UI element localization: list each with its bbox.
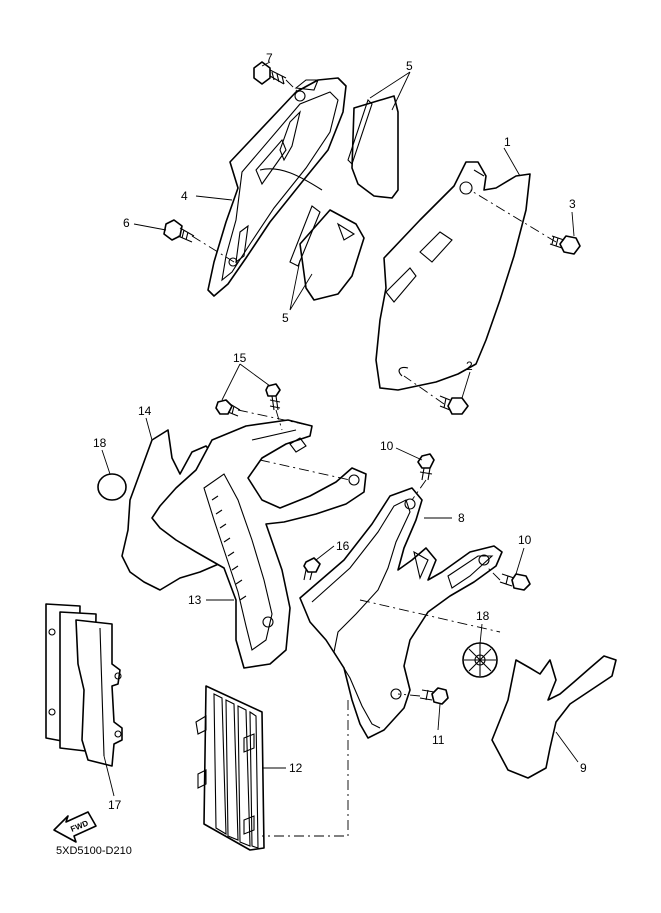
part-13-shroud-inner[interactable] (151, 419, 367, 669)
callout-3: 3 (569, 197, 576, 211)
fwd-arrow-icon: FWD (53, 811, 97, 843)
callout-5-lower: 5 (282, 311, 289, 325)
callout-5-upper: 5 (406, 59, 413, 73)
callout-17: 17 (108, 798, 122, 812)
callout-16: 16 (336, 539, 350, 553)
callout-18-left: 18 (93, 436, 107, 450)
part-18-emblem-right[interactable] (462, 642, 498, 678)
assembly-lines (191, 79, 557, 837)
callout-7: 7 (266, 51, 273, 65)
callout-11: 11 (432, 733, 445, 747)
callout-10-lower: 10 (518, 533, 532, 547)
part-8-shroud-outer[interactable] (299, 487, 503, 739)
part-12-radiator-guard-right[interactable] (195, 685, 265, 851)
callout-9: 9 (580, 761, 587, 775)
part-15-bolt-a[interactable] (215, 399, 241, 417)
part-7-bolt[interactable] (253, 61, 287, 85)
part-3-bolt[interactable] (549, 235, 581, 255)
part-15-bolt-b[interactable] (265, 383, 281, 411)
part-2-bolt[interactable] (439, 395, 469, 415)
callout-15: 15 (233, 351, 247, 365)
callout-10-upper: 10 (380, 439, 394, 453)
part-11-bolt[interactable] (419, 687, 449, 705)
part-5-decal-upper[interactable] (347, 95, 399, 199)
callout-6: 6 (123, 216, 130, 230)
part-16-bolt[interactable] (303, 557, 321, 581)
part-18-emblem-left[interactable] (97, 473, 127, 501)
callout-8: 8 (458, 511, 465, 525)
callout-13: 13 (188, 593, 202, 607)
callout-1: 1 (504, 135, 511, 149)
part-10-bolt-a[interactable] (417, 453, 435, 481)
part-1-side-cover-right[interactable] (375, 161, 531, 391)
part-9-decal[interactable] (491, 655, 617, 779)
part-5-decal-lower[interactable] (289, 205, 365, 301)
callout-18-right: 18 (476, 609, 490, 623)
leader-lines (101, 61, 579, 797)
part-10-bolt-b[interactable] (499, 573, 531, 591)
part-17-radiator-guard-left[interactable] (45, 603, 123, 767)
part-6-bolt[interactable] (163, 219, 195, 243)
callout-14: 14 (138, 404, 152, 418)
callout-2: 2 (466, 359, 473, 373)
callout-4: 4 (181, 189, 188, 203)
callout-12: 12 (289, 761, 303, 775)
part-4-side-cover-left[interactable] (207, 77, 347, 297)
drawing-code: 5XD5100-D210 (56, 845, 132, 857)
